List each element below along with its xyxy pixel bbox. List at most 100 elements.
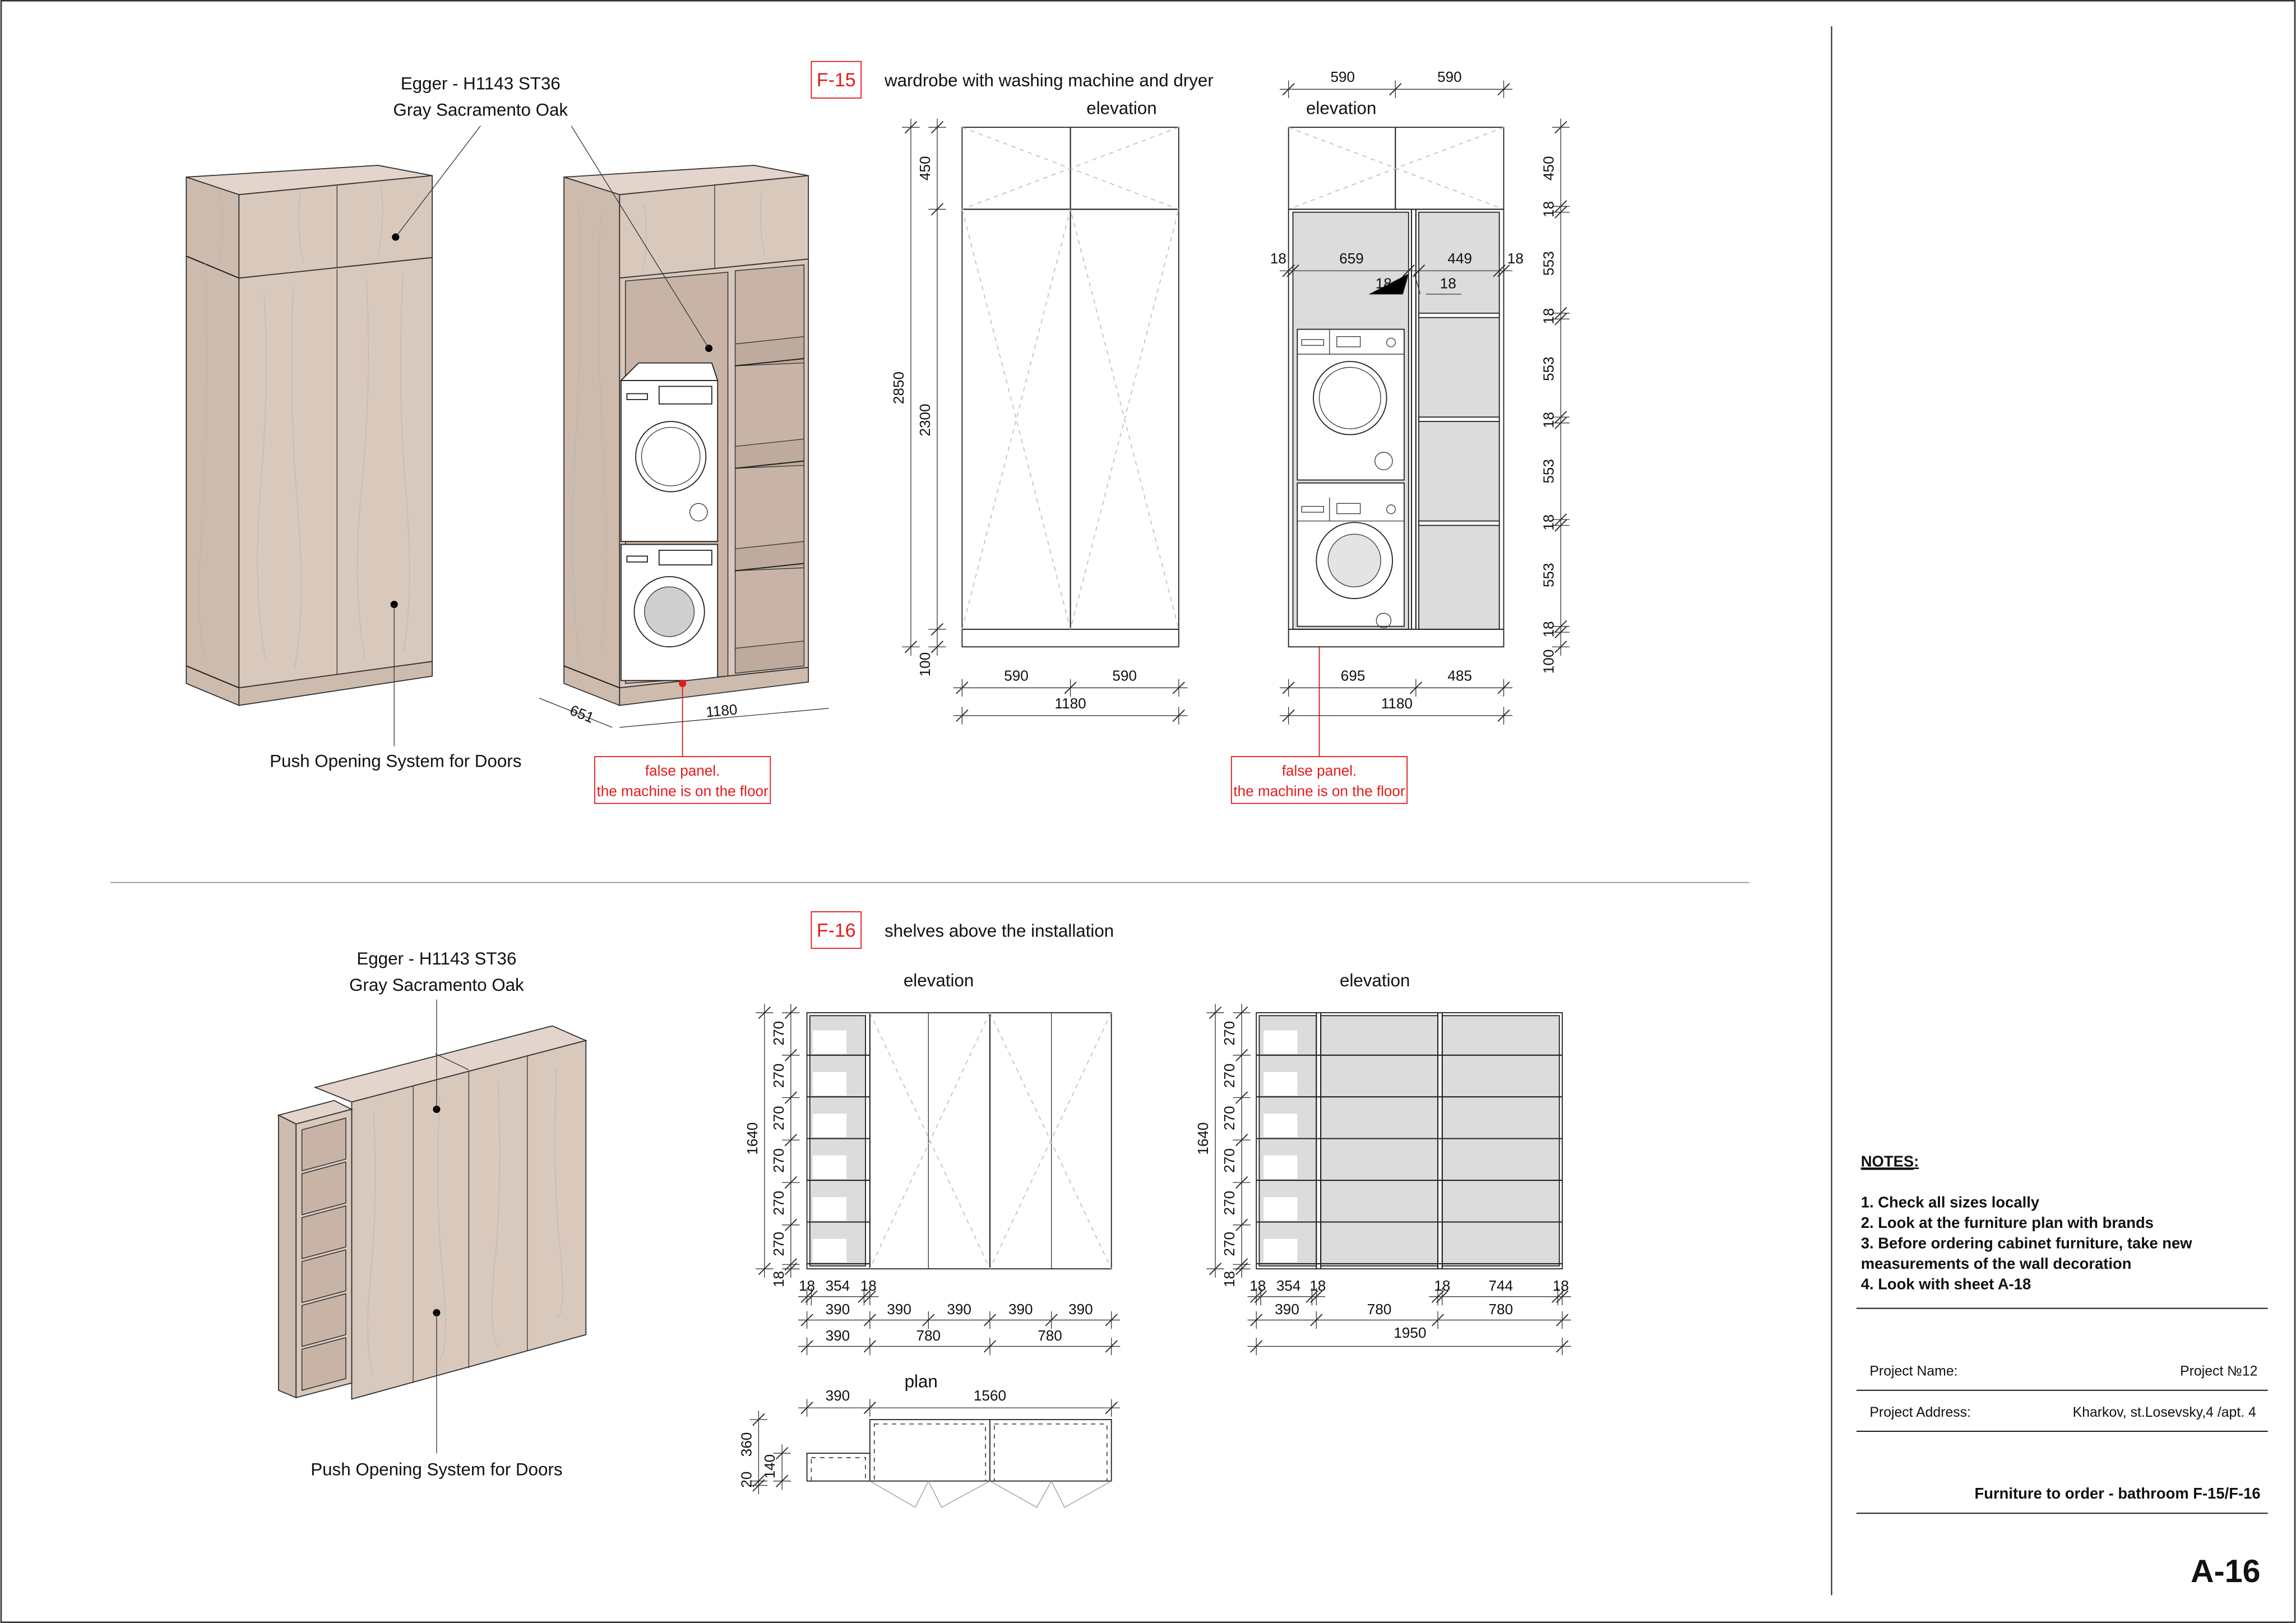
note-item: 3. Before ordering cabinet furniture, ta… — [1861, 1234, 2193, 1251]
dimension-label: 553 — [1540, 356, 1557, 381]
shelf-cubby — [1263, 1114, 1298, 1138]
dimension-label: 744 — [1489, 1277, 1513, 1294]
f15-iso-open-wardrobe: 651 1180 — [539, 126, 829, 757]
dimension-label: 270 — [770, 1232, 787, 1256]
dimension-label: 18 — [1221, 1271, 1238, 1287]
dimension-label: 270 — [1221, 1064, 1238, 1088]
dimension-label: 18 — [1540, 201, 1557, 217]
shelf-cubby — [812, 1155, 847, 1179]
iso-shelf-cubby — [301, 1293, 346, 1347]
shelf-cubby — [1263, 1030, 1298, 1054]
push-opening-label: Push Opening System for Doors — [270, 751, 521, 771]
dimension-label: 390 — [826, 1301, 850, 1318]
dimension-label: 1950 — [1394, 1324, 1426, 1341]
f15-section: 651 1180 Egger - H1143 ST36 Gray Sacrame… — [186, 61, 1505, 804]
iso-width-dimension: 1180 — [705, 701, 738, 721]
shelf-cubby — [1263, 1072, 1298, 1096]
f16-iso-shelves — [277, 999, 588, 1454]
callout-text: false panel. — [1282, 762, 1357, 779]
dimension-label: 1640 — [744, 1123, 761, 1155]
f16-title: shelves above the installation — [885, 921, 1114, 940]
f16-elevation-doors — [806, 1012, 1112, 1508]
note-item: 1. Check all sizes locally — [1861, 1193, 2040, 1211]
dimension-label: 390 — [1008, 1301, 1033, 1318]
dimension-label: 18 — [1540, 621, 1557, 637]
dimension-label: 18 — [1249, 1277, 1266, 1294]
f15-elevation-open: 18 18 — [1288, 127, 1505, 648]
project-name-label: Project Name: — [1869, 1364, 1957, 1379]
dimension-label: 354 — [1276, 1277, 1301, 1294]
dimension-label: 18 — [1434, 1277, 1450, 1294]
project-name-value: Project №12 — [2180, 1364, 2257, 1379]
f15-elevation-doors — [961, 127, 1179, 648]
tag-label: F-15 — [817, 69, 856, 91]
project-address-value: Kharkov, st.Losevsky,4 /apt. 4 — [2073, 1405, 2256, 1420]
notes-heading: NOTES: — [1861, 1152, 1919, 1170]
dimension-label: 270 — [770, 1064, 787, 1088]
dimension-label: 390 — [1068, 1301, 1093, 1318]
callout-text: the machine is on the floor — [1233, 783, 1405, 800]
dimension-label: 270 — [1221, 1232, 1238, 1256]
title-block: NOTES: 1. Check all sizes locally 2. Loo… — [1856, 1152, 2268, 1589]
note-item: measurements of the wall decoration — [1861, 1255, 2132, 1272]
dimension-label: 18 — [1540, 412, 1557, 428]
dimension-label: 553 — [1540, 459, 1557, 484]
washing-machine-front — [1297, 482, 1405, 628]
dimension-label: 553 — [1540, 563, 1557, 587]
dimension-label: 1180 — [1381, 695, 1413, 712]
dimension-label: 590 — [1331, 68, 1355, 85]
elevation-label: elevation — [1086, 99, 1156, 118]
dimension-label: 780 — [1038, 1327, 1062, 1344]
iso-shelf-cubby — [301, 1117, 346, 1172]
dimension-label: 1640 — [1195, 1123, 1211, 1155]
dimension-label: 270 — [770, 1106, 787, 1130]
iso-shelf-cubby — [301, 1161, 346, 1216]
dimension-label: 18 — [770, 1271, 787, 1287]
shelf-cubby — [1263, 1197, 1298, 1221]
dimension-label: 2300 — [916, 404, 933, 436]
project-address-label: Project Address: — [1869, 1405, 1971, 1420]
dimension-label: 270 — [1221, 1106, 1238, 1130]
dimension-label: 270 — [1221, 1191, 1238, 1216]
dimension-label: 695 — [1341, 667, 1365, 684]
sheet-number: A-16 — [2191, 1554, 2261, 1589]
dimension-label: 590 — [1437, 68, 1462, 85]
shelf-cubby — [812, 1114, 847, 1138]
dimension-label: 2850 — [890, 372, 907, 404]
f16-plan — [806, 1419, 1112, 1508]
dimension-label: 780 — [1489, 1301, 1513, 1318]
material-label-line1: Egger - H1143 ST36 — [357, 949, 516, 968]
callout-text: the machine is on the floor — [596, 783, 769, 800]
f16-tag: F-16 — [811, 911, 862, 949]
dimension-label: 390 — [826, 1387, 850, 1404]
dimension-label: 20 — [738, 1472, 754, 1488]
shelf-cubby — [812, 1239, 847, 1263]
dimension-label: 354 — [826, 1277, 850, 1294]
shelf-cubby — [812, 1030, 847, 1054]
dimension-label: 270 — [770, 1021, 787, 1046]
dimension-label: 590 — [1112, 667, 1137, 684]
false-panel-callout-1: false panel. the machine is on the floor — [594, 756, 771, 804]
dimension-label: 270 — [770, 1148, 787, 1173]
shelf-cubby — [812, 1197, 847, 1221]
dimension-label: 590 — [1004, 667, 1029, 684]
dimension-label: 449 — [1447, 250, 1472, 267]
dimension-label: 18 — [799, 1277, 815, 1294]
iso-shelf-cubby — [301, 1337, 346, 1391]
elevation-label: elevation — [904, 971, 974, 990]
dimension-label: 450 — [1540, 156, 1557, 181]
shelf-cubby — [812, 1072, 847, 1096]
dimension-label: 270 — [770, 1191, 787, 1216]
dimension-label: 270 — [1221, 1148, 1238, 1173]
shelf-cubby — [1263, 1155, 1298, 1179]
dimension-label: 390 — [1275, 1301, 1299, 1318]
callout-text: false panel. — [645, 762, 720, 779]
material-label-line2: Gray Sacramento Oak — [393, 100, 568, 119]
dimension-label: 18 — [860, 1277, 877, 1294]
sheet-title: Furniture to order - bathroom F-15/F-16 — [1975, 1485, 2261, 1502]
iso-shelf-cubby — [301, 1205, 346, 1259]
dimension-label: 18 — [1540, 514, 1557, 531]
dryer-front — [1297, 328, 1405, 481]
dimension-label: 1180 — [1055, 695, 1086, 712]
